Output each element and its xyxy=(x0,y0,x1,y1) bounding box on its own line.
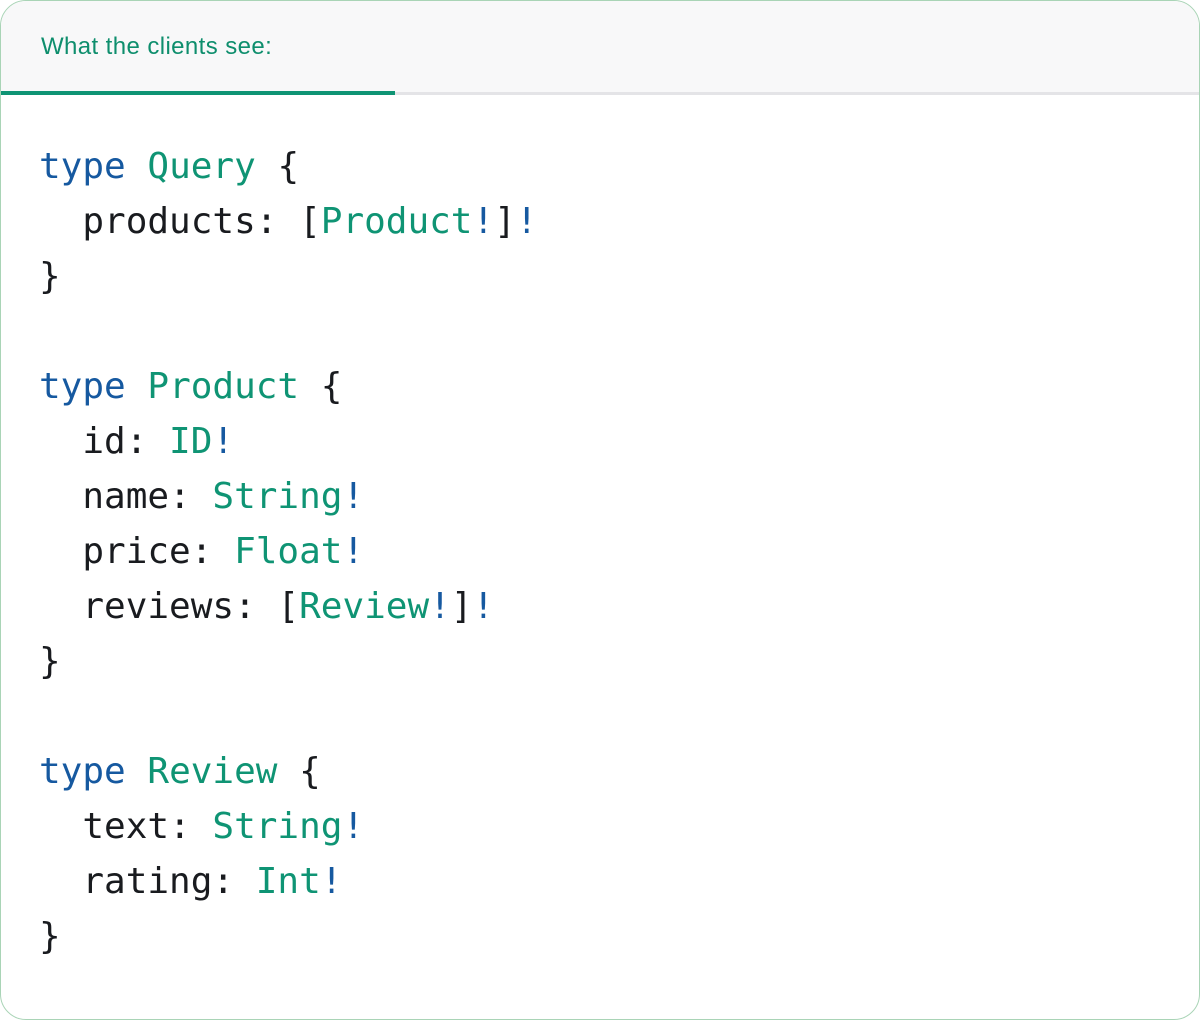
code-line: rating: Int! xyxy=(39,854,1169,909)
code-token: String xyxy=(212,476,343,517)
code-token: ! xyxy=(212,421,235,462)
code-token: ] xyxy=(450,586,473,627)
code-token: type xyxy=(39,146,126,187)
code-token: reviews: [ xyxy=(39,586,300,627)
code-token: ID xyxy=(169,421,213,462)
code-token: } xyxy=(39,256,61,297)
code-line: type Review { xyxy=(39,744,1169,799)
active-tab-underline xyxy=(1,91,395,95)
code-token: Query xyxy=(147,146,256,187)
code-token: } xyxy=(39,641,61,682)
code-line: } xyxy=(39,909,1169,964)
code-token: } xyxy=(39,916,61,957)
code-line: price: Float! xyxy=(39,524,1169,579)
code-token: { xyxy=(277,751,321,792)
code-token: price: xyxy=(39,531,235,572)
code-token: ! xyxy=(342,806,365,847)
code-token: ! xyxy=(342,531,365,572)
code-token xyxy=(126,146,148,187)
code-token: products: [ xyxy=(39,201,321,242)
code-token: rating: xyxy=(39,861,256,902)
code-token: ! xyxy=(342,476,365,517)
code-line: } xyxy=(39,634,1169,689)
code-line xyxy=(39,689,1169,744)
code-token: Review xyxy=(299,586,430,627)
code-token: String xyxy=(212,806,343,847)
code-token: ! xyxy=(320,861,343,902)
code-line: type Product { xyxy=(39,359,1169,414)
code-token: Float xyxy=(234,531,343,572)
code-token: ! xyxy=(429,586,451,627)
code-token: ! xyxy=(515,201,538,242)
code-line xyxy=(39,304,1169,359)
tab-label: What the clients see: xyxy=(41,32,273,60)
code-block: type Query { products: [Product!]!}type … xyxy=(1,95,1199,964)
code-token: name: xyxy=(39,476,213,517)
code-token: Product xyxy=(147,366,300,407)
code-token xyxy=(126,366,148,407)
code-token: type xyxy=(39,366,126,407)
code-token: type xyxy=(39,751,126,792)
code-line: reviews: [Review!]! xyxy=(39,579,1169,634)
code-line: name: String! xyxy=(39,469,1169,524)
code-line: id: ID! xyxy=(39,414,1169,469)
code-token: text: xyxy=(39,806,213,847)
code-line: text: String! xyxy=(39,799,1169,854)
code-token: id: xyxy=(39,421,170,462)
code-token: { xyxy=(255,146,300,187)
code-line: } xyxy=(39,249,1169,304)
panel-header: What the clients see: xyxy=(1,1,1199,95)
code-token: Int xyxy=(255,861,321,902)
code-token: ] xyxy=(494,201,516,242)
code-token xyxy=(126,751,148,792)
code-token: ! xyxy=(472,586,495,627)
code-line: products: [Product!]! xyxy=(39,194,1169,249)
code-token: ! xyxy=(472,201,495,242)
code-token: Review xyxy=(147,751,278,792)
code-token: { xyxy=(299,366,343,407)
code-line: type Query { xyxy=(39,139,1169,194)
code-token: Product xyxy=(320,201,473,242)
